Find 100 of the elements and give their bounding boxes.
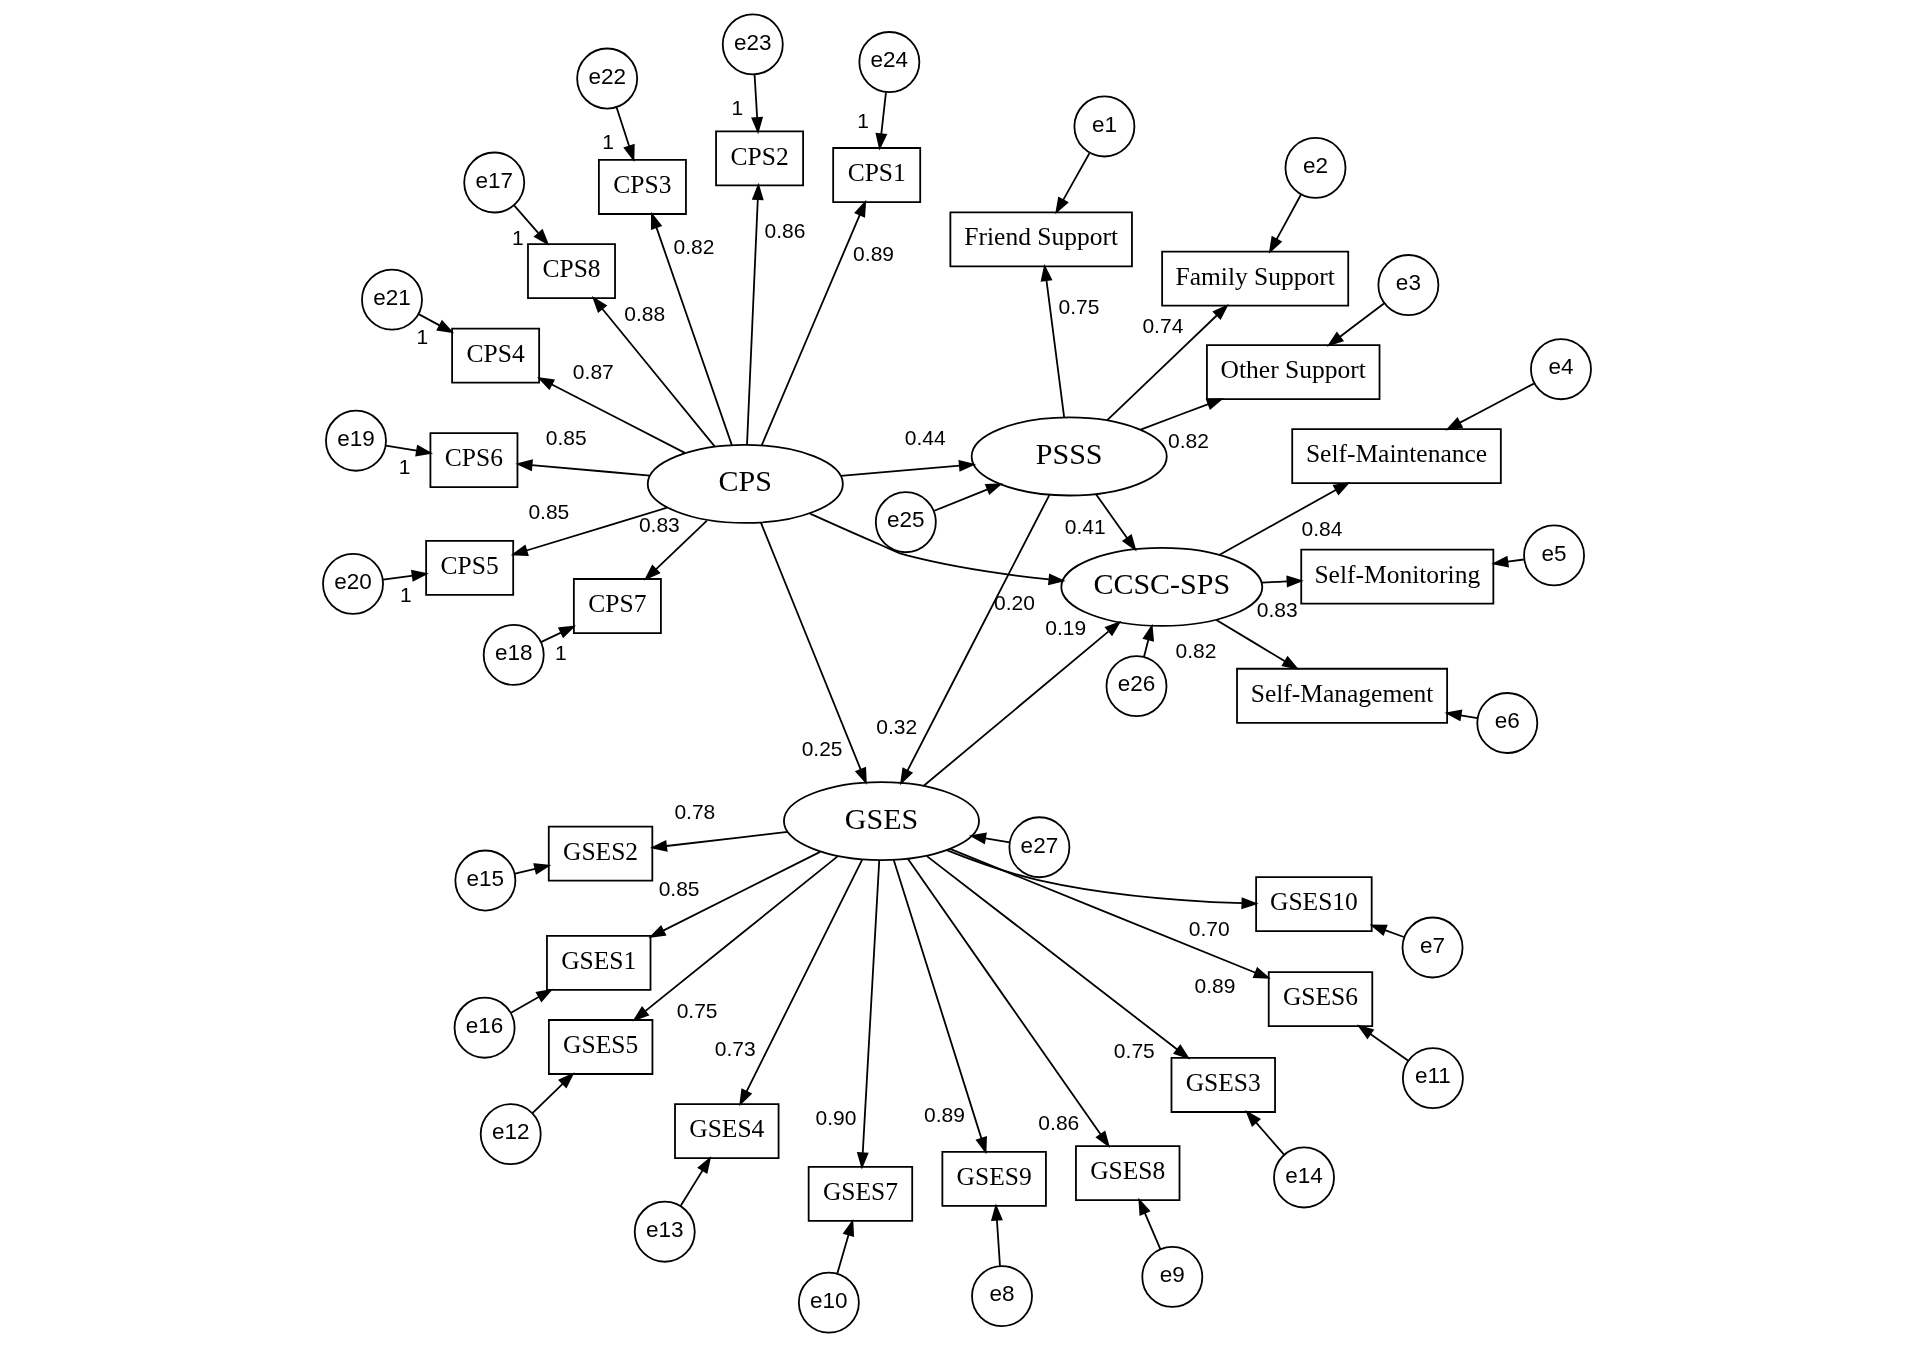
node-circle: e27 (1008, 816, 1071, 879)
node-box: Family Support (1161, 250, 1350, 307)
node-circle: e1 (1073, 95, 1136, 158)
node-circle: e11 (1401, 1047, 1464, 1110)
node-circle: e19 (325, 409, 387, 472)
node-circle: e25 (874, 491, 937, 554)
arrow (1444, 709, 1479, 722)
node-box: CPS2 (715, 130, 804, 187)
edge-label: 0.73 (714, 1036, 756, 1060)
edge-label: 0.75 (676, 998, 718, 1022)
arrow (1142, 623, 1155, 658)
node-circle: e20 (322, 552, 384, 615)
edge-label: 0.86 (764, 219, 806, 243)
node-circle: e18 (482, 624, 545, 686)
arrow (945, 849, 1259, 910)
edge-label: 0.82 (1168, 428, 1209, 452)
node-box: GSES4 (674, 1103, 780, 1159)
edge-label: 0.82 (1175, 638, 1217, 662)
arrow (1491, 555, 1525, 568)
arrow (949, 848, 1271, 979)
node-circle: e24 (858, 31, 921, 93)
arrow (591, 296, 716, 448)
node-circle: e5 (1523, 524, 1585, 587)
arrow (809, 512, 1066, 586)
node-box: CPS3 (598, 159, 687, 215)
edge-label: 0.90 (815, 1105, 857, 1129)
node-circle: e12 (479, 1103, 542, 1166)
node-circle: e6 (1476, 692, 1539, 754)
node-box: GSES1 (546, 935, 652, 991)
arrow (1356, 1024, 1409, 1062)
arrow (906, 857, 1111, 1148)
edge-label: 0.85 (528, 500, 570, 524)
edge-label: 0.25 (801, 737, 843, 761)
node-box: GSES3 (1170, 1057, 1276, 1113)
edge-label: 1 (857, 109, 869, 133)
arrow (1369, 924, 1405, 938)
arrow (1106, 303, 1229, 421)
node-box: Self-Monitoring (1300, 548, 1495, 605)
arrow (1326, 302, 1385, 347)
arrow (925, 855, 1191, 1060)
arrow (648, 850, 822, 938)
node-circle: e14 (1273, 1146, 1335, 1209)
arrow (650, 211, 733, 446)
arrow (1268, 193, 1302, 254)
edge-label: 0.75 (1113, 1039, 1155, 1063)
node-circle: e2 (1284, 137, 1347, 199)
edge-label: 0.85 (545, 426, 587, 449)
edge-label: 0.86 (1038, 1111, 1080, 1135)
arrow (751, 73, 764, 135)
edge-label: 0.85 (658, 877, 700, 901)
edge-label: 0.32 (876, 715, 918, 739)
arrow (746, 182, 764, 446)
node-circle: e26 (1105, 655, 1168, 718)
arrow (1215, 619, 1300, 670)
arrow (514, 863, 552, 875)
arrow (900, 493, 1051, 786)
edge-label: 0.87 (572, 360, 614, 384)
edge-label: 0.78 (674, 800, 716, 824)
edge-label: 0.70 (1188, 917, 1230, 941)
arrow (1260, 575, 1304, 588)
arrow (644, 519, 708, 581)
node-box: Friend Support (949, 211, 1133, 268)
edge-label: 0.89 (853, 242, 894, 266)
edge-label: 0.41 (1064, 515, 1106, 539)
arrow (382, 569, 429, 582)
arrow (836, 1219, 855, 1275)
arrow (531, 1072, 575, 1114)
node-box: CPS8 (527, 243, 616, 299)
edge-label: 0.44 (904, 426, 946, 450)
node-circle: e4 (1530, 338, 1592, 401)
edge-label: 0.82 (673, 234, 715, 258)
arrow (537, 376, 686, 454)
node-circle: e8 (971, 1265, 1033, 1327)
arrow (515, 459, 651, 477)
arrow (839, 459, 977, 477)
arrow (990, 1203, 1003, 1267)
arrow (1245, 1110, 1285, 1156)
arrow (1040, 263, 1066, 419)
arrow (739, 858, 864, 1107)
arrow (760, 521, 867, 785)
arrow (933, 483, 1003, 512)
arrow (969, 832, 1011, 845)
edge-label: 1 (555, 640, 567, 664)
node-box: GSES8 (1075, 1145, 1181, 1202)
node-circle: e15 (454, 849, 517, 912)
node-circle: e16 (453, 996, 516, 1059)
arrow (760, 199, 867, 447)
node-box: GSES6 (1267, 971, 1374, 1027)
arrow (1138, 1197, 1162, 1250)
node-box: CPS1 (832, 147, 922, 203)
arrow (1095, 493, 1137, 552)
edge-label: 0.84 (1301, 517, 1343, 541)
edge-label: 0.20 (994, 591, 1035, 615)
node-circle: e23 (721, 13, 784, 76)
node-circle: e21 (361, 268, 423, 331)
edge-label: 1 (731, 96, 744, 120)
arrow (875, 91, 888, 151)
arrow (632, 855, 839, 1022)
node-circle: e3 (1377, 254, 1440, 316)
edge-label: 0.89 (924, 1103, 965, 1127)
